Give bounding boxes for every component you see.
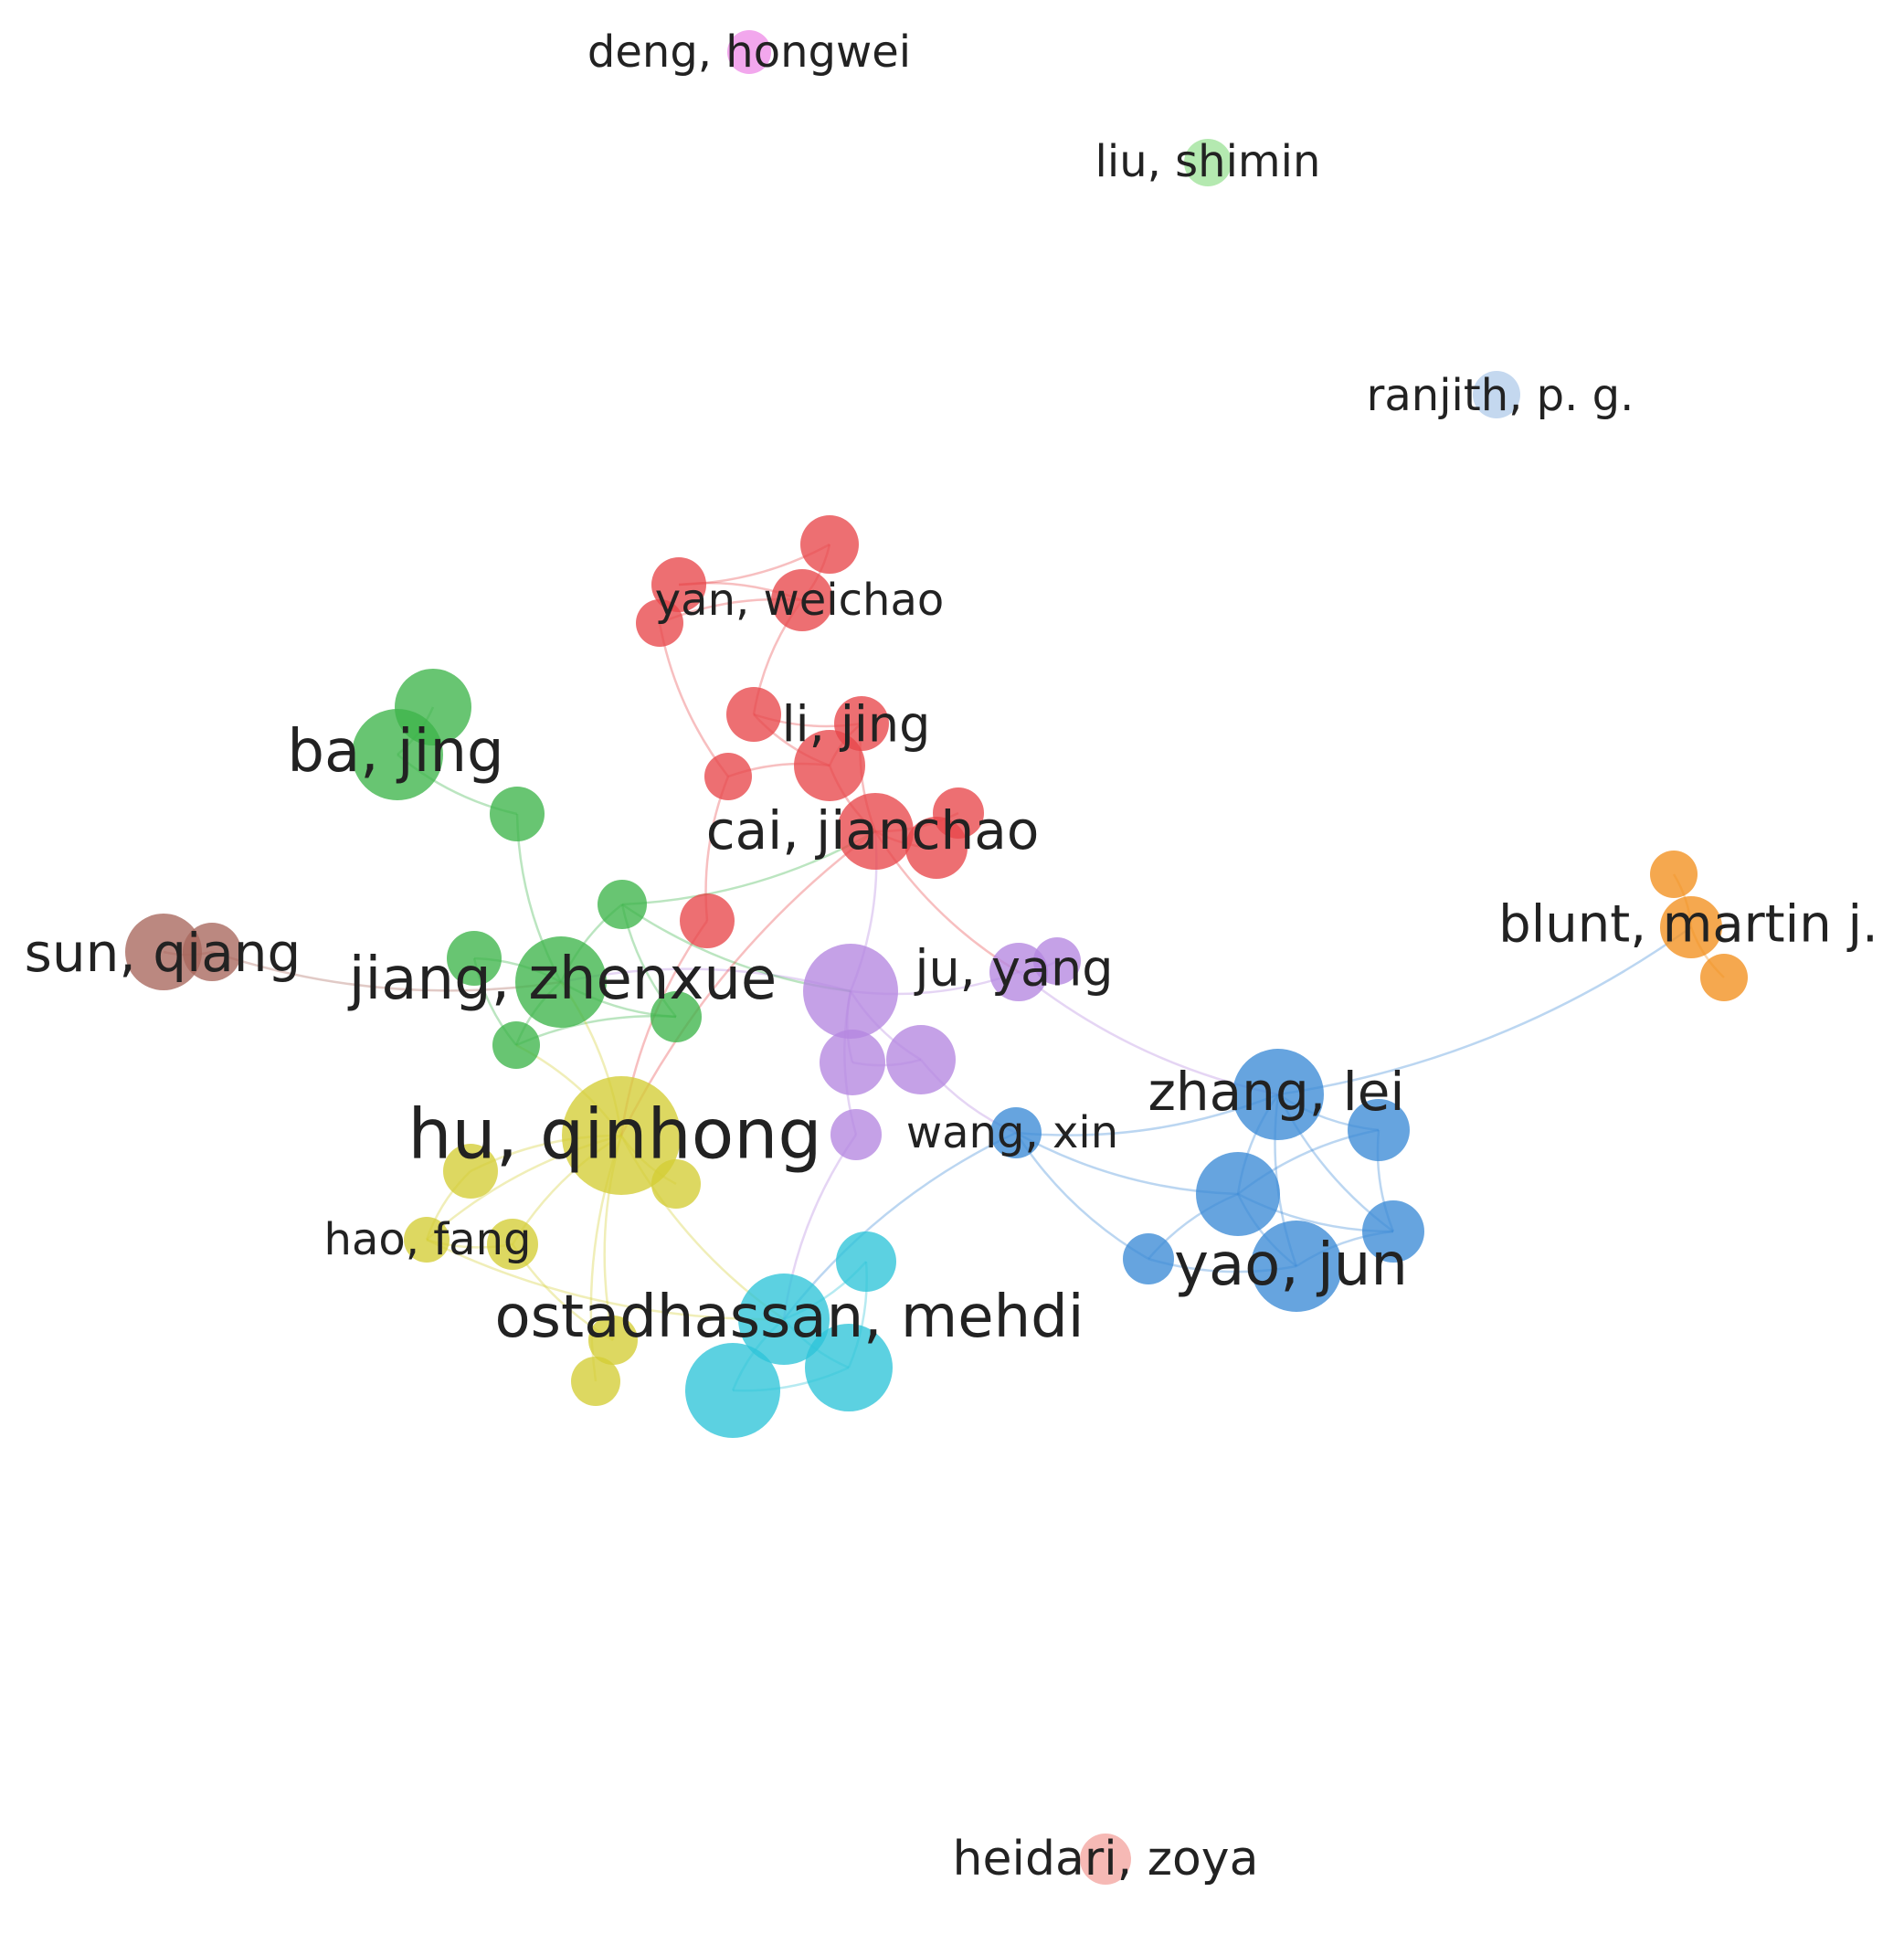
- node-yellow7[interactable]: [571, 1357, 620, 1406]
- node-yellow5[interactable]: [487, 1219, 538, 1270]
- node-red11[interactable]: [704, 753, 752, 800]
- node-red12[interactable]: [680, 893, 735, 948]
- node-blue3[interactable]: [1348, 1099, 1410, 1161]
- label-cai-jianchao: cai, jianchao: [706, 799, 1040, 861]
- link-hao_fang-ostadhassan_mehdi: [426, 1238, 785, 1321]
- node-red4[interactable]: [636, 599, 683, 647]
- label-hu-qinhong: hu, qinhong: [407, 1094, 821, 1175]
- node-brown2[interactable]: [183, 923, 241, 981]
- link-red4-red11: [658, 622, 729, 777]
- label-zhang-lei: zhang, lei: [1148, 1061, 1404, 1123]
- node-red3[interactable]: [800, 515, 859, 574]
- node-green6[interactable]: [447, 931, 502, 986]
- node-cai-jianchao[interactable]: [837, 793, 914, 870]
- node-yan-weichao[interactable]: [771, 569, 833, 631]
- node-red10[interactable]: [905, 817, 968, 879]
- label-yao-jun: yao, jun: [1174, 1231, 1408, 1299]
- node-orange2[interactable]: [1650, 851, 1698, 898]
- link-zhang_lei-blunt_martin: [1277, 925, 1692, 1096]
- node-hao-fang[interactable]: [404, 1217, 450, 1263]
- node-liu-shimin[interactable]: [1184, 139, 1232, 186]
- node-purple3[interactable]: [820, 1030, 885, 1095]
- node-purple4[interactable]: [886, 1025, 956, 1094]
- node-blue7[interactable]: [1123, 1233, 1174, 1284]
- label-blunt-martin: blunt, martin j.: [1498, 895, 1878, 955]
- node-yellow6[interactable]: [588, 1316, 638, 1365]
- node-heidari-zoya[interactable]: [1080, 1834, 1131, 1885]
- node-ju-yang[interactable]: [989, 943, 1048, 1001]
- label-wang-xin: wang, xin: [906, 1107, 1118, 1158]
- node-blunt-martin[interactable]: [1660, 896, 1722, 958]
- label-jiang-zhenxue: jiang, zhenxue: [347, 946, 777, 1013]
- node-cyan3[interactable]: [805, 1324, 893, 1411]
- label-deng-hongwei: deng, hongwei: [587, 26, 911, 78]
- label-hao-fang: hao, fang: [324, 1214, 532, 1265]
- node-purple2[interactable]: [803, 944, 898, 1039]
- node-green7[interactable]: [651, 991, 702, 1042]
- node-orange3[interactable]: [1700, 954, 1748, 1001]
- node-hu-qinhong[interactable]: [562, 1076, 681, 1195]
- link-brown2-jiang_zhenxue: [211, 950, 562, 992]
- node-purple5[interactable]: [830, 1109, 882, 1160]
- node-blue5[interactable]: [1362, 1200, 1424, 1263]
- node-blue4[interactable]: [1196, 1152, 1280, 1236]
- node-deng-hongwei[interactable]: [727, 30, 771, 74]
- node-cyan2[interactable]: [685, 1343, 780, 1438]
- label-ju-yang: ju, yang: [914, 940, 1113, 998]
- label-ba-jing: ba, jing: [287, 718, 503, 786]
- node-ostadhassan-mehdi[interactable]: [738, 1273, 830, 1365]
- labels-layer: deng, hongwei liu, shimin ranjith, p. g. he…: [25, 26, 1878, 1886]
- label-ranjith-pg: ranjith, p. g.: [1367, 370, 1634, 421]
- label-ostadhassan-mehdi: ostadhassan, mehdi: [494, 1284, 1084, 1351]
- node-red5[interactable]: [726, 687, 781, 742]
- node-green3[interactable]: [490, 787, 545, 841]
- node-red2[interactable]: [651, 557, 706, 612]
- node-cyan4[interactable]: [836, 1231, 896, 1292]
- node-jiang-zhenxue[interactable]: [515, 936, 607, 1028]
- node-zhang-lei[interactable]: [1232, 1049, 1324, 1140]
- node-wang-xin[interactable]: [990, 1107, 1042, 1158]
- label-liu-shimin: liu, shimin: [1095, 136, 1321, 187]
- node-yellow2[interactable]: [443, 1144, 498, 1199]
- label-heidari-zoya: heidari, zoya: [953, 1832, 1259, 1886]
- label-li-jing: li, jing: [782, 696, 931, 754]
- node-ranjith-pg[interactable]: [1473, 371, 1520, 418]
- node-green4[interactable]: [598, 880, 647, 929]
- node-purple6[interactable]: [1033, 937, 1081, 985]
- nodes-layer: [125, 30, 1748, 1885]
- node-red7[interactable]: [794, 730, 865, 801]
- node-yao-jun[interactable]: [1251, 1221, 1342, 1312]
- label-yan-weichao: yan, weichao: [655, 575, 944, 626]
- node-green8[interactable]: [492, 1021, 540, 1069]
- node-green2[interactable]: [395, 669, 471, 745]
- label-sun-qiang: sun, qiang: [25, 922, 301, 984]
- node-sun-qiang[interactable]: [125, 914, 202, 990]
- node-yellow3[interactable]: [651, 1159, 701, 1209]
